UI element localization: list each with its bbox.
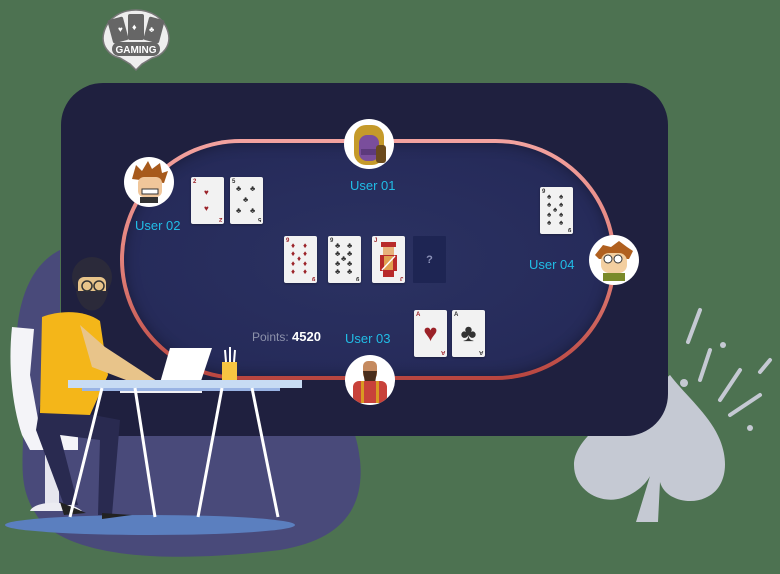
poker-table <box>120 139 616 380</box>
points-value: 4520 <box>292 329 321 344</box>
community-card-9-diamonds: 9 ♦♦ ♦♦ ♦ ♦♦ ♦♦ 9 <box>284 236 317 283</box>
community-card-9-clubs: 9 ♣♣ ♣♣ ♣ ♣♣ ♣♣ 9 <box>328 236 361 283</box>
svg-text:GAMING: GAMING <box>115 45 156 56</box>
community-card-j-diamonds: J J <box>372 236 405 283</box>
chair-back <box>10 327 78 450</box>
card-user03-a-hearts: A ♥ A <box>414 310 447 357</box>
arm <box>80 325 160 391</box>
warlord-avatar-icon <box>354 125 386 165</box>
svg-text:♥: ♥ <box>118 25 123 34</box>
card-user03-a-clubs: A ♣ A <box>452 310 485 357</box>
svg-text:♣: ♣ <box>149 25 155 34</box>
desk-top <box>68 380 302 388</box>
card-user04-9-spades: 9 ♠♠ ♠♠ ♠ ♠♠ ♠♠ 9 <box>540 187 573 234</box>
card-user02-2-hearts: 2 ♥ ♥ 2 <box>191 177 224 224</box>
card-user02-5-clubs: 5 ♣ ♣ ♣ ♣ ♣ 5 <box>230 177 263 224</box>
lumberjack-avatar-icon <box>353 361 387 403</box>
user-label-02: User 02 <box>135 218 181 233</box>
user-label-04: User 04 <box>529 257 575 272</box>
avatar-user-04[interactable] <box>589 235 639 285</box>
points-label: Points: <box>252 330 289 344</box>
avatar-user-02[interactable] <box>124 157 174 207</box>
cartoon-kid-avatar-icon <box>595 241 633 281</box>
laptop <box>158 348 212 390</box>
jack-face-icon <box>380 242 397 277</box>
points-display: Points: 4520 <box>252 329 321 344</box>
hidden-card-question-mark: ? <box>426 253 433 266</box>
community-card-hidden: ? <box>413 236 446 283</box>
user-label-03: User 03 <box>345 331 391 346</box>
pencil-cup <box>222 362 237 380</box>
person-at-desk-illustration <box>5 257 302 535</box>
user-label-01: User 01 <box>350 178 396 193</box>
svg-text:♦: ♦ <box>132 22 137 32</box>
avatar-user-03[interactable] <box>345 355 395 405</box>
cartoon-boy-avatar-icon <box>132 161 168 203</box>
spade-splash-icon <box>574 308 772 522</box>
beard <box>76 291 108 311</box>
avatar-user-01[interactable] <box>344 119 394 169</box>
gaming-logo: ♥ ♦ ♣ GAMING <box>102 9 170 72</box>
floor-shadow <box>5 515 295 535</box>
